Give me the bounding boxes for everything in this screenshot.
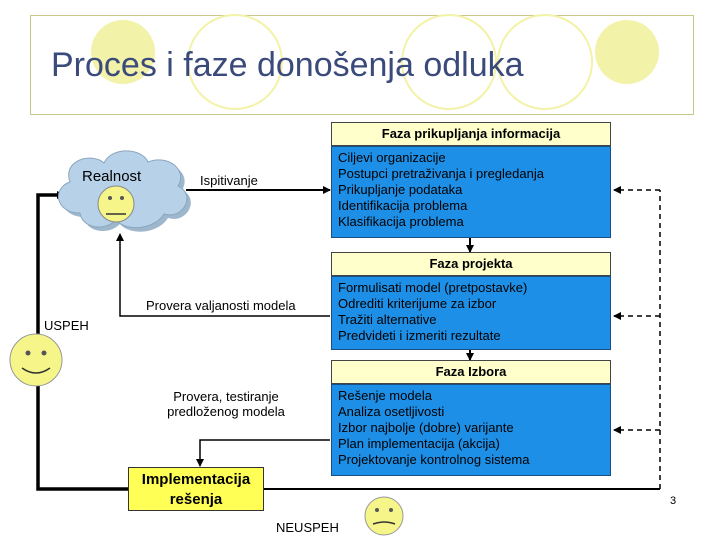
phase-item: Formulisati model (pretpostavke) xyxy=(338,280,528,295)
implementation-line: Implementacija xyxy=(141,471,251,488)
testing-line: predloženog modela xyxy=(167,404,285,419)
decor-ring xyxy=(187,14,283,110)
phase-item: Ciljevi organizacije xyxy=(338,150,446,165)
examination-label: Ispitivanje xyxy=(200,173,258,188)
phase-item: Predvideti i izmeriti rezultate xyxy=(338,328,501,343)
testing-label: Provera, testiranje predloženog modela xyxy=(156,389,296,419)
phase-item: Postupci pretraživanja i pregledanja xyxy=(338,166,544,181)
arrow-testing-to-implementation xyxy=(196,439,330,467)
reality-label: Realnost xyxy=(82,168,142,185)
phase-item: Projektovanje kontrolnog sistema xyxy=(338,452,530,467)
decor-ring xyxy=(497,14,593,110)
implementation-line: rešenja xyxy=(169,491,223,508)
decor-circle xyxy=(595,20,659,84)
testing-line: Provera, testiranje xyxy=(173,389,279,404)
smiley-face-icon xyxy=(97,185,135,223)
arrow-validity-to-reality xyxy=(116,233,330,317)
title-frame: Proces i faze donošenja odluka xyxy=(30,14,694,115)
slide-title: Proces i faze donošenja odluka xyxy=(51,46,524,84)
phase-item: Odrediti kriterijume za izbor xyxy=(338,296,497,311)
page-number: 3 xyxy=(670,495,677,507)
phase-item: Izbor najbolje (dobre) varijante xyxy=(338,420,514,435)
smiley-face-icon xyxy=(9,333,63,387)
phase-item: Rešenje modela xyxy=(338,388,432,403)
phase-item: Analiza osetljivosti xyxy=(338,404,445,419)
phase-item: Prikupljanje podataka xyxy=(338,182,463,197)
decor-circle xyxy=(91,20,155,84)
implementation-box: Implementacija rešenja xyxy=(128,467,264,511)
validity-check-label: Provera valjanosti modela xyxy=(146,298,296,313)
phase-box-choice: Rešenje modela Analiza osetljivosti Izbo… xyxy=(331,384,611,476)
phase-header-design: Faza projekta xyxy=(331,252,611,276)
smiley-face-icon xyxy=(364,496,404,536)
failure-label: NEUSPEH xyxy=(276,520,339,535)
phase-header-information: Faza prikupljanja informacija xyxy=(331,122,611,146)
phase-item: Klasifikacija problema xyxy=(338,214,464,229)
phase-header-choice: Faza Izbora xyxy=(331,360,611,384)
decor-ring xyxy=(401,14,497,110)
phase-box-information: Ciljevi organizacije Postupci pretraživa… xyxy=(331,146,611,238)
phase-box-design: Formulisati model (pretpostavke) Odredit… xyxy=(331,276,611,350)
phase-item: Plan implementacija (akcija) xyxy=(338,436,500,451)
success-label: USPEH xyxy=(44,318,89,333)
phase-item: Tražiti alternative xyxy=(338,312,437,327)
phase-item: Identifikacija problema xyxy=(338,198,468,213)
